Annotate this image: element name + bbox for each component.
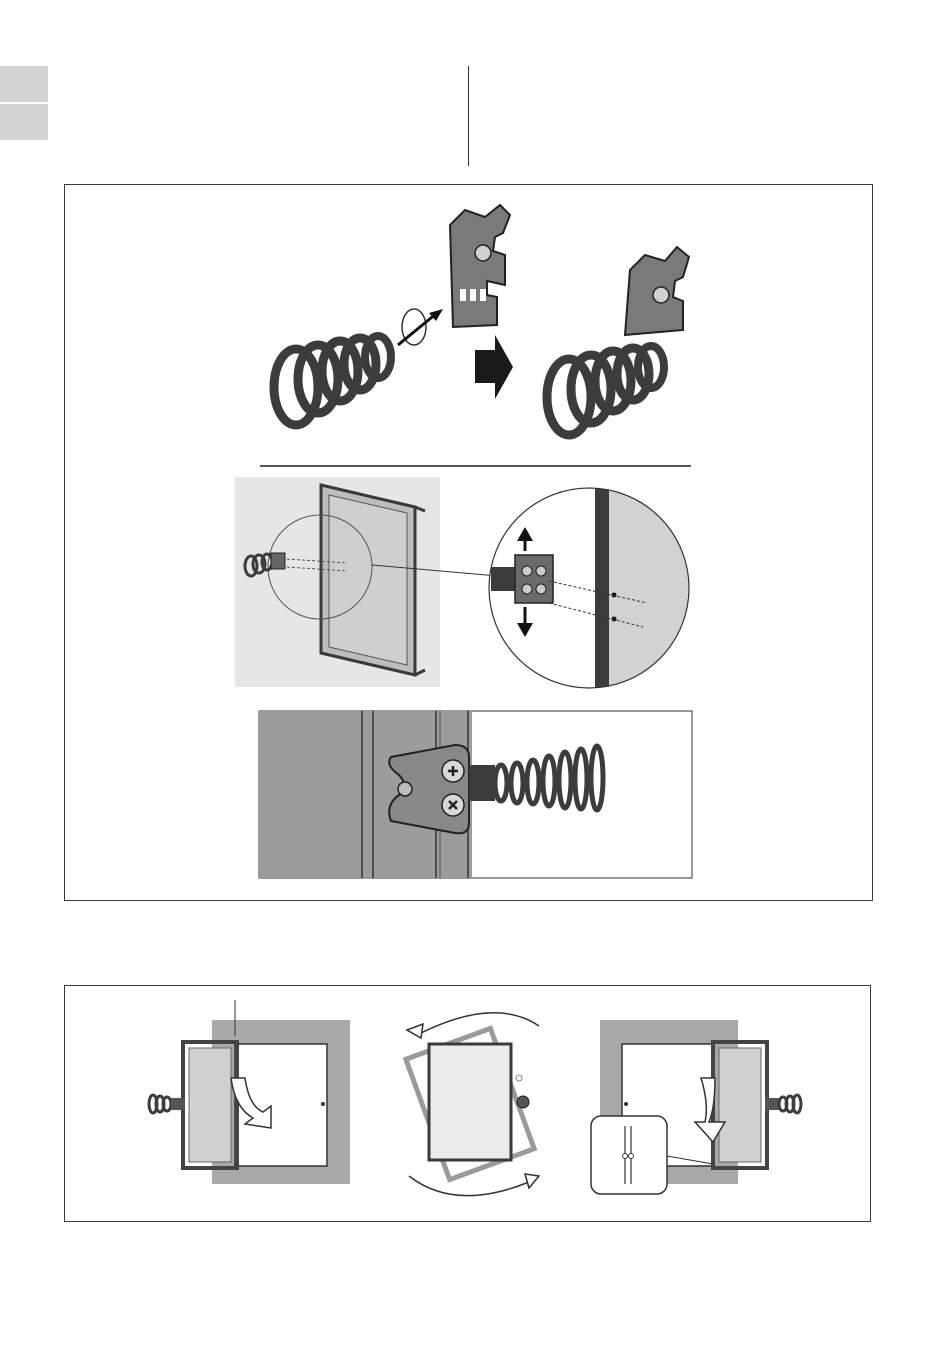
- bottom-illustration-panel: [64, 985, 871, 1222]
- installed-detail-box: [259, 711, 692, 878]
- top-illustration-panel: [64, 184, 873, 901]
- spring-icon: [274, 336, 391, 425]
- bracket-assembled-icon: [625, 247, 689, 335]
- header-divider: [468, 66, 469, 166]
- middle-door-icon: [429, 1044, 529, 1160]
- rotate-arrow-icon: [398, 309, 443, 345]
- right-spring-icon: [765, 1095, 801, 1113]
- left-spring-icon: [149, 1095, 185, 1113]
- bracket-icon: [450, 205, 510, 327]
- spring-assembled-icon: [547, 346, 664, 435]
- rotate-bottom-arrow-icon: [409, 1176, 529, 1196]
- top-panel-illustration: [65, 185, 874, 902]
- side-tab-upper: [0, 66, 48, 102]
- bottom-panel-illustration: [65, 986, 872, 1223]
- left-door-icon: [183, 1042, 237, 1168]
- next-step-arrow-icon: [475, 335, 513, 399]
- right-door-icon: [713, 1042, 767, 1168]
- door-frame-icon: [321, 485, 425, 675]
- side-tab-lower: [0, 104, 48, 140]
- left-wall-opening: [212, 1000, 350, 1184]
- zoom-detail-circle: [489, 488, 699, 688]
